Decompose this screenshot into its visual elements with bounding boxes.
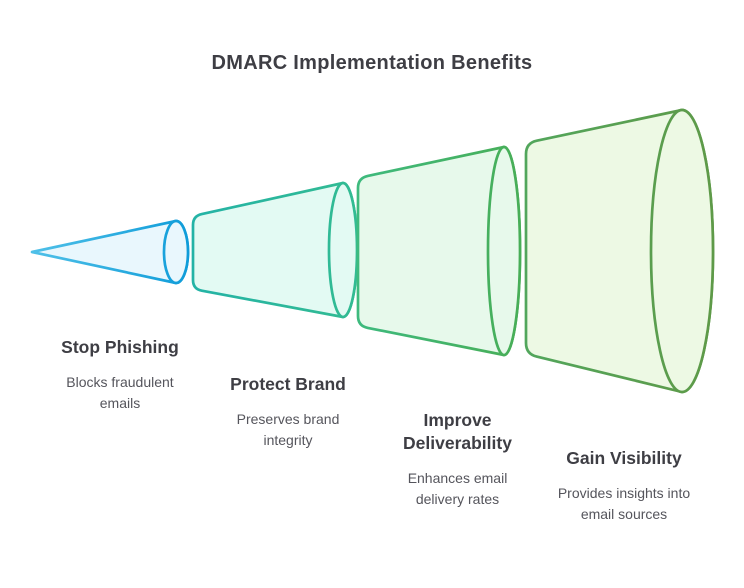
funnel-stage-improve-deliverability (356, 145, 522, 357)
stage-label-protect-brand: Protect Brand Preserves brand integrity (223, 373, 353, 451)
stage-heading: Protect Brand (230, 374, 346, 394)
stage-label-improve-deliverability: Improve Deliverability Enhances email de… (385, 409, 530, 510)
stage-heading: Gain Visibility (566, 448, 682, 468)
stage-description: Enhances email delivery rates (385, 468, 530, 510)
stage-label-gain-visibility: Gain Visibility Provides insights into e… (544, 447, 704, 525)
stage-4-rim-ellipse (649, 108, 715, 394)
stage-description-line: Enhances email (407, 470, 508, 486)
stage-description-line: Preserves brand (236, 411, 340, 427)
diagram-title: DMARC Implementation Benefits (211, 52, 533, 74)
stage-heading: Improve Deliverability (403, 410, 512, 453)
stage-description-line: delivery rates (415, 491, 500, 507)
funnel-stage-stop-phishing (30, 219, 190, 285)
stage-2-rim-ellipse (327, 181, 359, 319)
stage-description-line: emails (99, 395, 141, 411)
stage-3-rim-ellipse (486, 145, 522, 357)
funnel-stage-gain-visibility (524, 108, 715, 394)
stage-description-line: email sources (580, 506, 668, 522)
stage-description-line: Provides insights into (557, 485, 691, 501)
stage-heading: Stop Phishing (61, 337, 179, 357)
stage-1-rim-ellipse (162, 219, 190, 285)
stage-description: Preserves brand integrity (223, 409, 353, 451)
stage-description: Blocks fraudulent emails (55, 372, 185, 414)
stage-description: Provides insights into email sources (544, 483, 704, 525)
stage-description-line: Blocks fraudulent (66, 374, 174, 390)
stage-description-line: integrity (263, 432, 313, 448)
funnel-stage-protect-brand (191, 181, 359, 319)
stage-label-stop-phishing: Stop Phishing Blocks fraudulent emails (55, 336, 185, 414)
